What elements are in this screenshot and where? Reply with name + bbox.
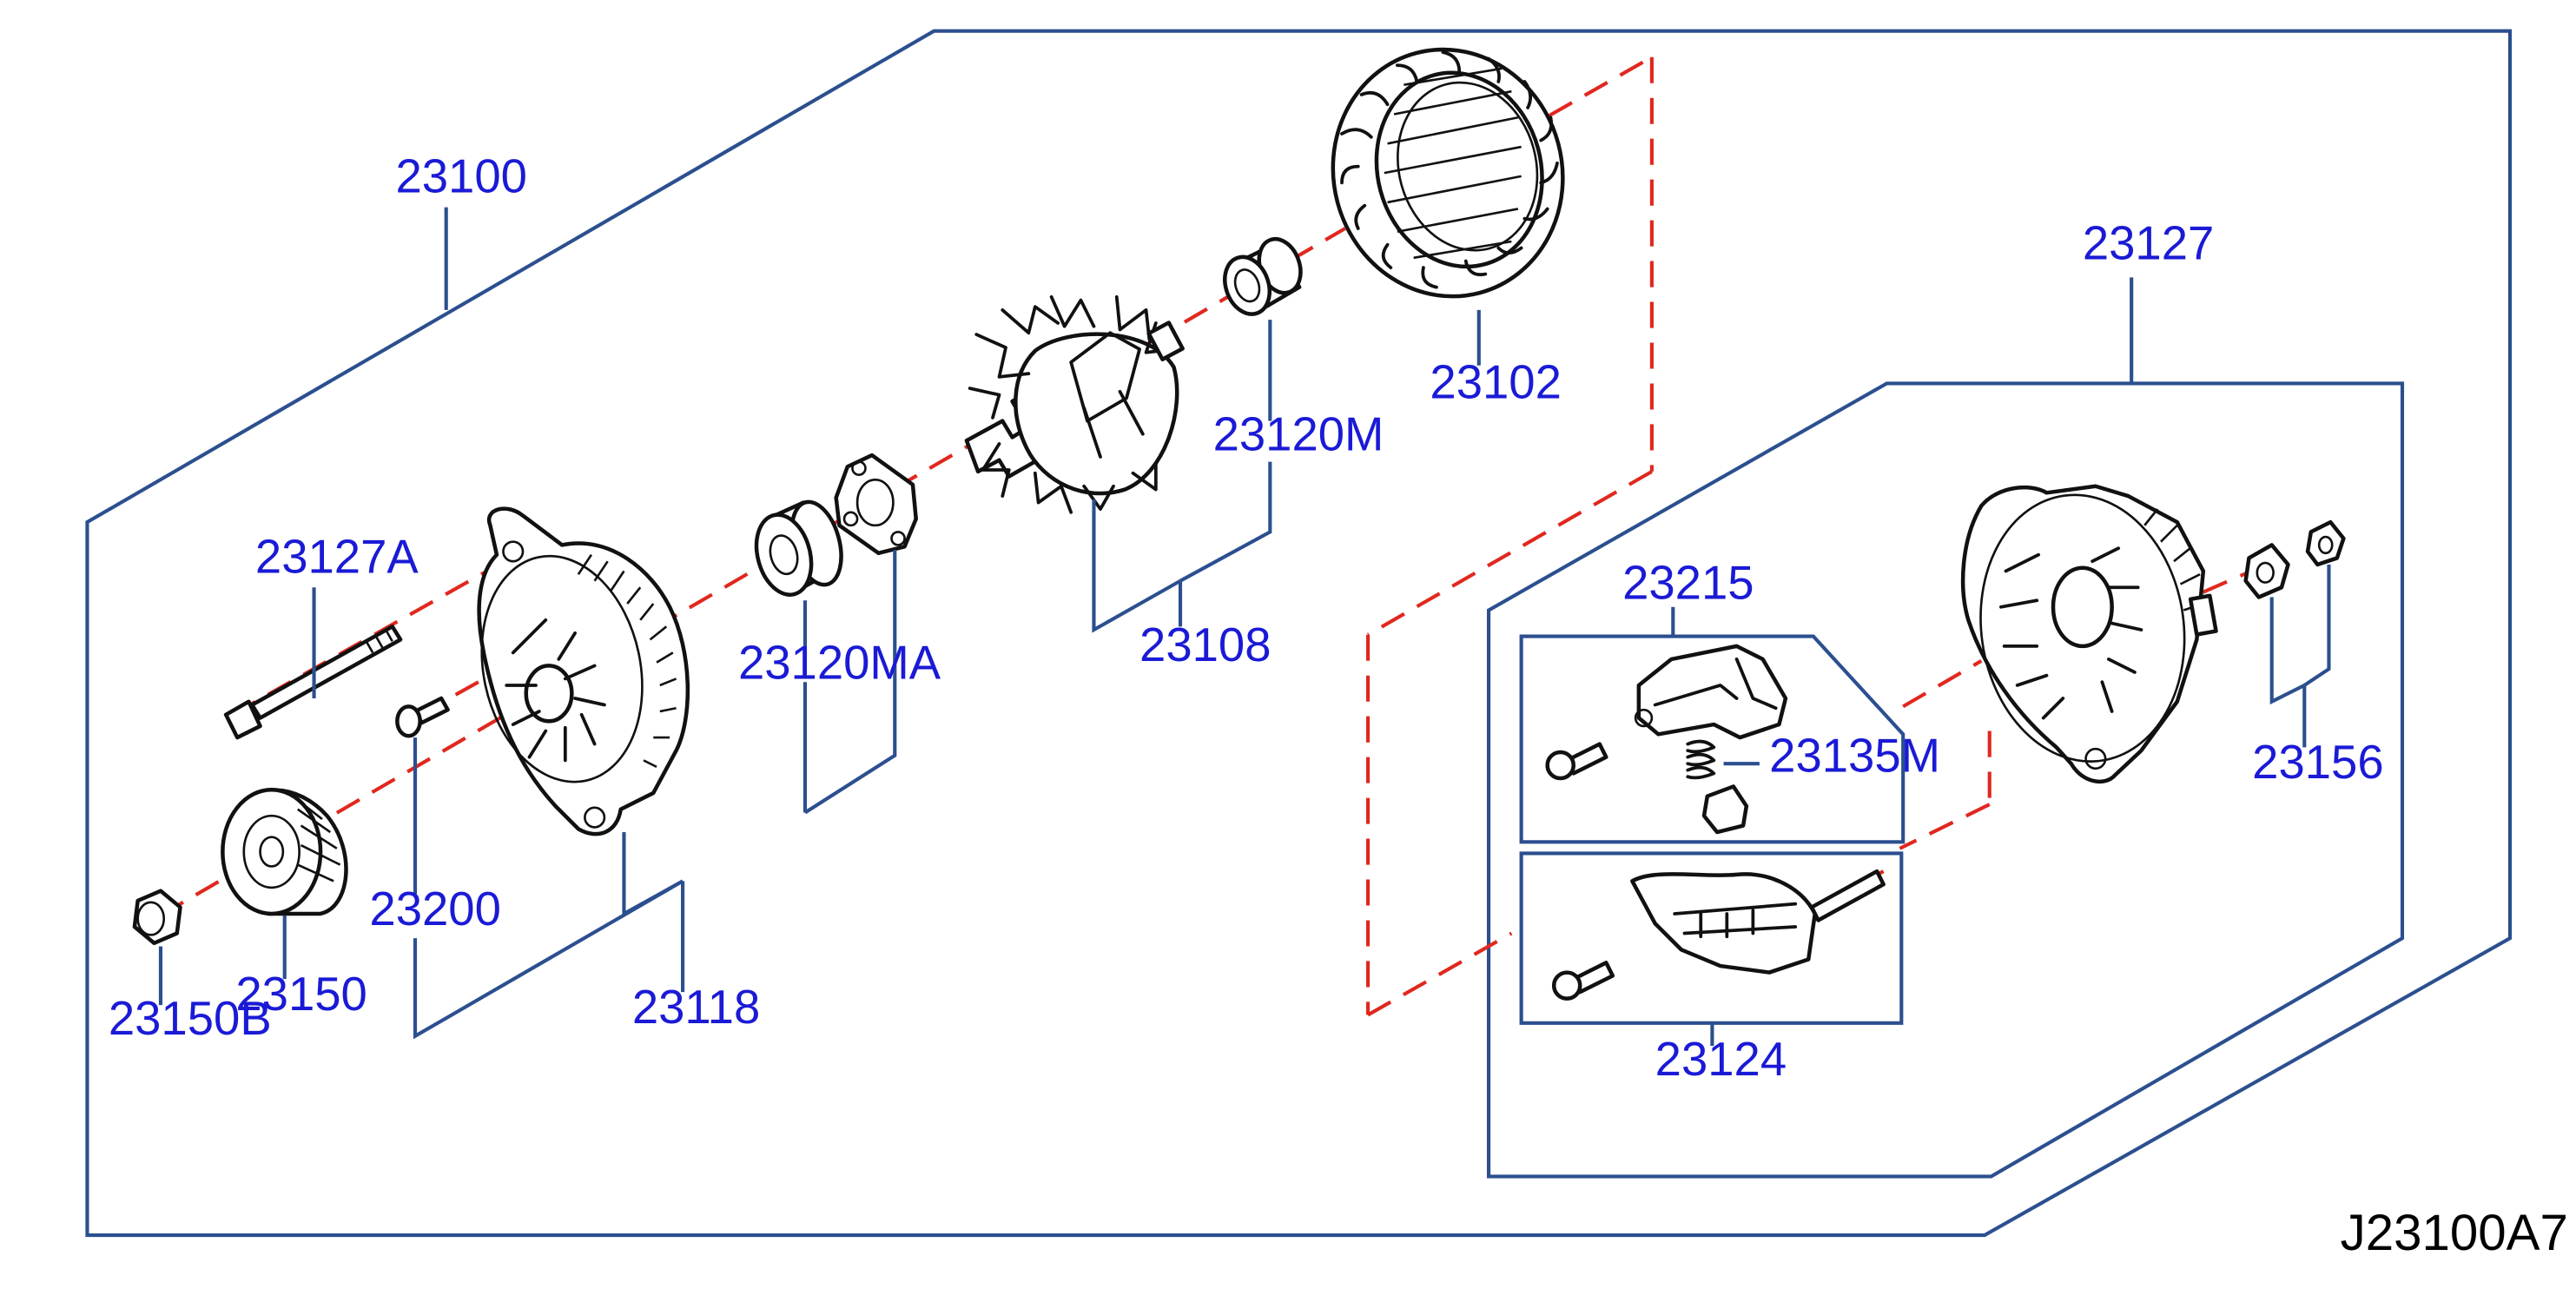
leader-lines	[158, 207, 2331, 1047]
through-bolt-part	[223, 625, 403, 740]
pulley-part	[221, 787, 348, 916]
callout-23135m: 23135M	[1769, 730, 1940, 783]
rear-cover-part	[1960, 484, 2218, 783]
front-bracket-part	[477, 506, 690, 836]
callout-23127: 23127	[2083, 217, 2214, 270]
voltage-regulator-part	[1545, 644, 1788, 781]
callout-23127a: 23127A	[255, 530, 419, 583]
stator-part	[1331, 47, 1565, 299]
bracket-plate-part	[834, 453, 918, 556]
callout-23124: 23124	[1655, 1033, 1787, 1086]
rear-cover-nut-part	[2243, 519, 2346, 599]
callout-23120m: 23120M	[1213, 407, 1384, 460]
rotor-bearing-part	[1223, 236, 1303, 316]
callout-23156: 23156	[2252, 736, 2383, 789]
callout-23120ma: 23120MA	[738, 636, 941, 689]
callout-23150b: 23150B	[109, 992, 272, 1045]
callout-23100: 23100	[395, 150, 526, 203]
rear-cover-group-frame	[1486, 381, 2405, 1179]
brush-part	[1686, 739, 1749, 835]
callout-23150: 23150	[235, 968, 367, 1021]
front-bearing-part	[754, 499, 843, 597]
regulator-box	[1519, 634, 1906, 844]
callout-23108: 23108	[1139, 618, 1271, 671]
callout-23102: 23102	[1430, 355, 1561, 408]
pulley-nut-part	[132, 889, 182, 946]
screw-part	[395, 696, 450, 738]
rotor-part	[964, 295, 1185, 514]
callout-23118: 23118	[632, 981, 760, 1034]
alternator-assembly-frame	[85, 29, 2513, 1238]
callout-23215: 23215	[1622, 556, 1754, 609]
callout-23200: 23200	[369, 882, 500, 935]
rectifier-part	[1551, 869, 1886, 1001]
drawing-code: J23100A7	[2341, 1205, 2568, 1261]
